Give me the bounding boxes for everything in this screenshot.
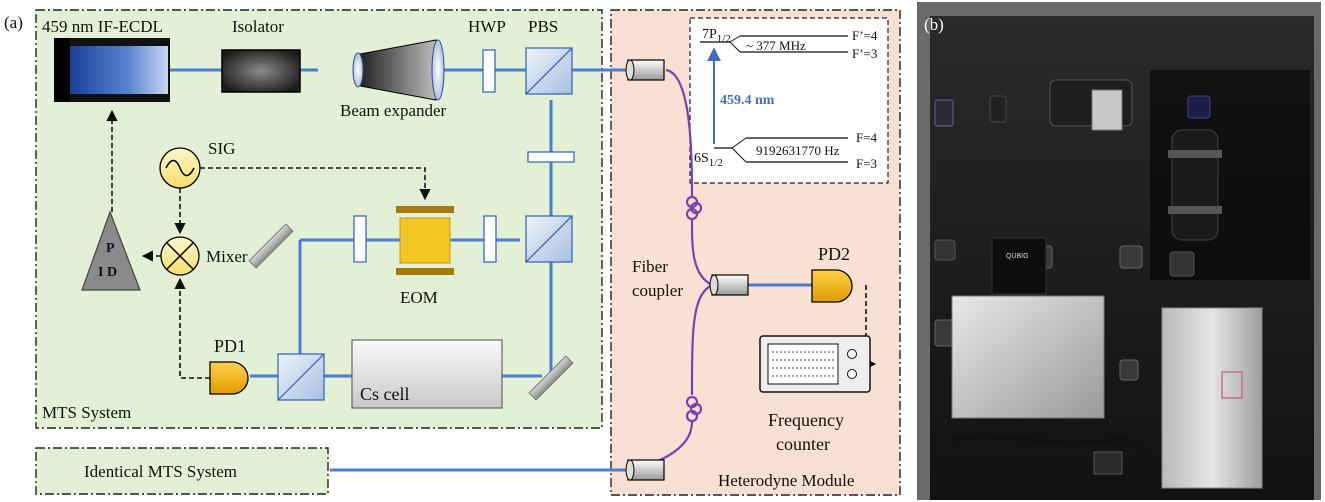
panel-b-photo: QUBIG (b) [917, 2, 1321, 500]
pid-controller [81, 210, 141, 291]
isolator [221, 49, 301, 93]
upper-splitting-label: ~ 377 MHz [746, 38, 806, 53]
lower-state-label: 6S1/2 [694, 151, 723, 169]
cs-cell-label: Cs cell [360, 384, 410, 404]
polarizing-beam-splitter [525, 47, 573, 95]
identical-mts-label: Identical MTS System [84, 462, 237, 481]
mirror-2 [528, 355, 574, 401]
laser-label: 459 nm IF-ECDL [42, 17, 163, 36]
upper-f3-label: F’=3 [852, 46, 877, 61]
energy-level-diagram [700, 35, 848, 163]
lower-f4-label: F=4 [856, 130, 878, 145]
photodetector-pd2 [811, 269, 853, 303]
panel-a: (a) [4, 9, 901, 496]
lens-tube [1049, 79, 1133, 131]
sig-label: SIG [208, 139, 235, 158]
eom-label: EOM [400, 288, 438, 307]
fiber-coupler-label-line2: coupler [632, 281, 683, 300]
laser-diode [54, 38, 170, 102]
pid-top-label: P [106, 241, 115, 256]
eom [396, 206, 454, 275]
eom-driver: QUBIG [991, 237, 1047, 295]
frequency-counter-label-line2: counter [776, 434, 830, 454]
half-wave-plate-3 [353, 215, 367, 263]
frequency-counter [759, 335, 871, 393]
pd2-label: PD2 [818, 244, 850, 264]
mirror [248, 223, 294, 269]
identical-mts-box [35, 447, 329, 495]
pbs-label: PBS [528, 17, 558, 36]
cs-cell-housing [1168, 129, 1222, 241]
silver-enclosure [1161, 307, 1263, 489]
lower-f3-label: F=3 [856, 156, 877, 171]
fiber-coupler-top [625, 59, 665, 81]
white-enclosure [951, 295, 1105, 419]
electronic-signal-lines [106, 109, 877, 379]
upper-f4-label: F’=4 [852, 28, 878, 43]
upper-state-label: 7P1/2 [702, 27, 731, 45]
pd1-label: PD1 [214, 336, 246, 356]
beam-expander-label: Beam expander [340, 101, 447, 120]
energy-level-inset [689, 17, 889, 184]
mixer [160, 236, 200, 276]
photo-connector [1093, 451, 1123, 475]
half-wave-plate [482, 49, 496, 93]
lower-splitting-label: 9192631770 Hz [756, 143, 840, 158]
cables [949, 434, 1162, 472]
mts-system-label: MTS System [42, 403, 131, 422]
photodetector-pd1 [209, 361, 249, 395]
polarizing-beam-splitter-3 [277, 353, 325, 401]
transition-wavelength-label: 459.4 nm [720, 93, 775, 108]
half-wave-plate-2 [483, 215, 497, 263]
frequency-counter-label-line1: Frequency [768, 410, 844, 430]
fiber-coupler-bottom [625, 459, 665, 481]
driver-brand-label: QUBIG [1006, 253, 1029, 260]
mixer-label: Mixer [206, 247, 248, 266]
isolator-label: Isolator [232, 17, 284, 36]
panel-a-label: (a) [4, 13, 23, 32]
pid-bottom-label: I D [98, 265, 117, 280]
polarizing-beam-splitter-2 [525, 215, 573, 263]
fiber-coupler-label-line1: Fiber [632, 257, 668, 276]
hwp-label: HWP [468, 17, 506, 36]
fiber-coupler-middle [709, 274, 749, 296]
quarter-wave-plate [527, 151, 575, 163]
enclosure-sticker [1221, 371, 1243, 399]
panel-b-label: (b) [924, 15, 944, 34]
signal-generator [159, 147, 201, 189]
heterodyne-module-label: Heterodyne Module [718, 471, 854, 490]
beam-expander [352, 39, 445, 101]
cs-cell [351, 339, 503, 409]
